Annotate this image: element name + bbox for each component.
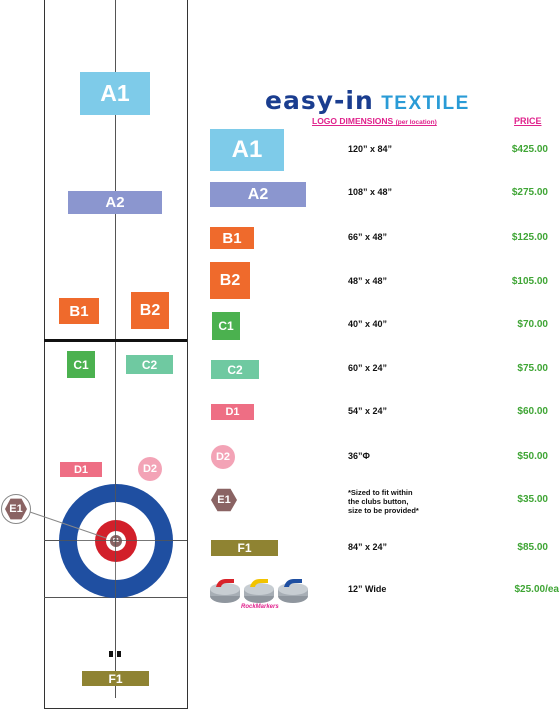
curling-stone-blue-icon	[278, 579, 308, 603]
price-b1: $125.00	[511, 232, 548, 243]
dimension-d1: 54” x 24”	[348, 406, 388, 416]
legend-swatch-b1: B1	[210, 227, 254, 249]
legend-swatch-d2: D2	[211, 445, 235, 469]
curling-stone-red-icon	[210, 579, 240, 603]
sheet-logo-c2: C2	[126, 355, 173, 374]
rock-markers-caption: RockMarkers	[241, 604, 279, 610]
price-d1: $60.00	[517, 406, 548, 417]
dimensions-header: LOGO DIMENSIONS (per location)	[312, 116, 437, 126]
sheet-logo-f1: F1	[82, 671, 149, 686]
price-d2: $50.00	[517, 451, 548, 462]
dimension-d2: 36”Φ	[348, 451, 370, 461]
price-c2: $75.00	[517, 363, 548, 374]
dimension-c2: 60” x 24”	[348, 363, 388, 373]
house-tee-line	[44, 540, 187, 541]
price-a2: $275.00	[511, 187, 548, 198]
dimensions-header-label: LOGO DIMENSIONS	[312, 116, 394, 126]
dimension-b2: 48” x 48”	[348, 276, 388, 286]
legend-swatch-d1: D1	[211, 404, 254, 420]
dimension-e1-line-2: the clubs button,	[348, 497, 409, 506]
dimension-b1: 66” x 48”	[348, 232, 388, 242]
legend-swatch-a2: A2	[210, 182, 306, 207]
dimension-a2: 108” x 48”	[348, 187, 393, 197]
legend-swatch-e1: E1	[211, 488, 237, 512]
sheet-center-line	[115, 0, 116, 698]
curling-stone-yellow-icon	[244, 579, 274, 603]
curling-sheet	[44, 0, 188, 709]
dimension-e1-line-3: size to be provided*	[348, 506, 419, 515]
hack-left	[109, 651, 113, 657]
legend-swatch-f1: F1	[211, 540, 278, 556]
legend-swatch-b2: B2	[210, 262, 250, 299]
legend-swatch-c2: C2	[211, 360, 259, 379]
brand-easy-in: easy-in	[265, 86, 374, 115]
dimension-c1: 40” x 40”	[348, 319, 388, 329]
sheet-logo-e1: E1	[5, 498, 27, 520]
price-c1: $70.00	[517, 319, 548, 330]
legend-swatch-c1: C1	[212, 312, 240, 340]
dimension-rock-markers: 12” Wide	[348, 584, 387, 594]
price-b2: $105.00	[511, 276, 548, 287]
dimension-f1: 84” x 24”	[348, 542, 388, 552]
hog-line	[44, 339, 187, 342]
price-f1: $85.00	[517, 542, 548, 553]
dimension-e1-line-1: *Sized to fit within	[348, 488, 413, 497]
sheet-logo-c1: C1	[67, 351, 95, 378]
house-center-line	[115, 484, 116, 598]
sheet-logo-d1: D1	[60, 462, 102, 477]
hack-right	[117, 651, 121, 657]
price-rock-markers: $25.00/ea	[514, 584, 560, 595]
sheet-logo-b2: B2	[131, 292, 169, 329]
sheet-logo-a2: A2	[68, 191, 162, 214]
sheet-logo-a1: A1	[80, 72, 150, 115]
price-a1: $425.00	[511, 144, 548, 155]
e1-callout-pointer	[29, 511, 107, 539]
price-e1: $35.00	[517, 494, 548, 505]
dimensions-header-sub: (per location)	[395, 119, 437, 126]
price-header: PRICE	[514, 116, 542, 126]
rock-markers-image	[210, 579, 308, 603]
legend-swatch-a1: A1	[210, 129, 284, 171]
sheet-logo-b1: B1	[59, 298, 99, 324]
dimension-a1: 120” x 84”	[348, 144, 393, 154]
brand-logo: easy-in TEXTILE	[265, 86, 470, 115]
house-button-logo: E1	[110, 535, 122, 547]
brand-textile: TEXTILE	[381, 93, 470, 114]
sheet-logo-d2: D2	[138, 457, 162, 481]
dimension-e1: *Sized to fit within the clubs button, s…	[348, 488, 448, 515]
